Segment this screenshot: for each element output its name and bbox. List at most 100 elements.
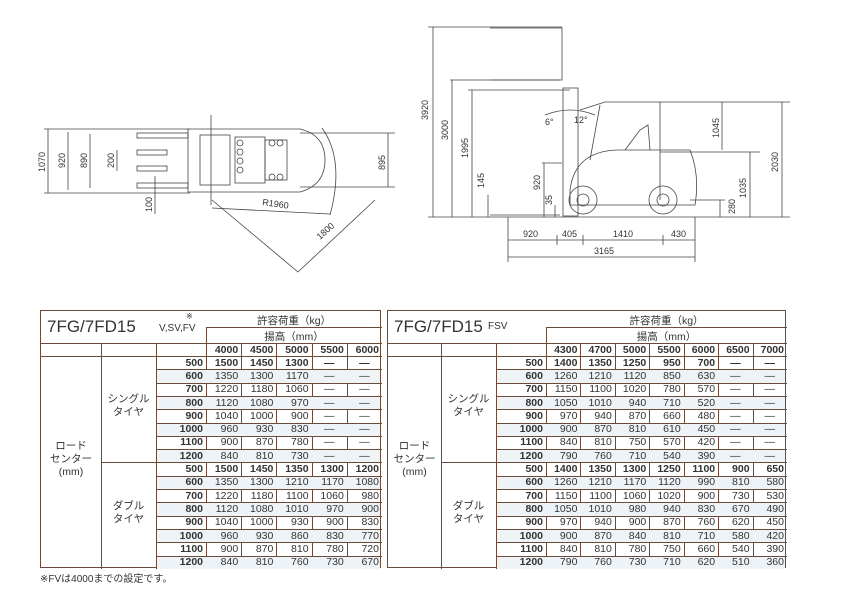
table-rule <box>41 343 382 344</box>
dim-3000: 3000 <box>440 120 450 140</box>
row-shading <box>497 396 785 410</box>
capacity-value: 1080 <box>250 396 274 409</box>
capacity-value: 1050 <box>554 396 578 409</box>
table-rule <box>441 462 787 464</box>
capacity-value: 780 <box>628 542 647 555</box>
capacity-value: 580 <box>766 476 784 489</box>
capacity-value: 1350 <box>588 356 612 369</box>
load-center-value: 1100 <box>180 436 203 449</box>
capacity-value: 1170 <box>285 369 309 382</box>
capacity-value: 390 <box>766 542 784 555</box>
load-center-value: 500 <box>185 356 203 369</box>
capacity-value: — <box>730 409 741 422</box>
table-rule <box>496 435 787 437</box>
capacity-value: — <box>730 356 741 369</box>
capacity-value: 1500 <box>214 356 239 369</box>
capacity-value: 1010 <box>588 502 612 515</box>
capacity-value: 780 <box>291 436 309 449</box>
capacity-value: 1200 <box>355 463 379 476</box>
dim-920-front: 920 <box>523 229 538 239</box>
table-rule <box>496 422 787 424</box>
capacity-value: — <box>359 396 370 409</box>
capacity-value: 1100 <box>589 383 612 396</box>
table-rule <box>156 502 382 504</box>
capacity-value: 840 <box>559 542 578 555</box>
capacity-value: 700 <box>697 356 716 369</box>
capacity-value: 450 <box>697 423 716 436</box>
table-variant: FSV <box>488 321 508 332</box>
capacity-value: 1150 <box>554 383 578 396</box>
capacity-value: 1040 <box>214 516 239 529</box>
capacity-value: — <box>764 423 776 436</box>
capacity-value: 1060 <box>320 489 344 502</box>
dim-430: 430 <box>671 229 686 239</box>
capacity-value: 930 <box>255 529 274 542</box>
single-tire-label: シングルタイヤ <box>101 393 156 419</box>
capacity-value: 1170 <box>321 476 344 489</box>
load-center-value: 1200 <box>179 556 203 569</box>
capacity-value: 360 <box>766 556 784 569</box>
row-shading <box>157 556 380 569</box>
capacity-value: — <box>323 423 335 436</box>
capacity-value: 710 <box>628 449 647 462</box>
capacity-value: — <box>359 369 370 382</box>
capacity-value: 1220 <box>214 383 239 396</box>
load-center-value: 500 <box>525 356 543 369</box>
capacity-value: 940 <box>663 502 681 515</box>
row-shading <box>157 503 380 516</box>
dim-1995: 1995 <box>460 138 470 158</box>
capacity-value: — <box>359 409 370 422</box>
dim-920: 920 <box>57 153 67 168</box>
load-center-value: 900 <box>525 516 543 529</box>
lift-height-header: 揚高（mm） <box>636 331 697 343</box>
row-shading <box>497 529 785 543</box>
table-rule <box>156 395 382 397</box>
capacity-value: 540 <box>663 449 681 462</box>
capacity-value: 420 <box>697 436 716 449</box>
capacity-value: — <box>323 409 335 422</box>
lift-height-column-header: 4000 <box>214 343 239 356</box>
table-rule <box>496 449 787 451</box>
capacity-value: 610 <box>663 423 681 436</box>
load-center-value: 600 <box>525 369 543 382</box>
capacity-value: 1300 <box>250 369 274 382</box>
load-center-value: 700 <box>525 489 543 502</box>
row-shading <box>157 396 380 410</box>
lift-height-column-header: 5000 <box>622 343 647 356</box>
table-rule <box>156 475 382 477</box>
side-view-drawing: 3920 3000 1995 145 920 35 6° 12° 1045 10… <box>420 26 790 262</box>
table-rule <box>496 528 787 530</box>
load-center-value: 600 <box>185 476 203 489</box>
dim-3920: 3920 <box>420 100 430 120</box>
tire-label-line: シングル <box>447 393 490 406</box>
side-view-dim-lines <box>428 26 790 262</box>
capacity-value: 1020 <box>657 489 681 502</box>
capacity-value: 900 <box>220 542 239 555</box>
capacity-value: 1060 <box>285 383 309 396</box>
capacity-value: 510 <box>732 556 750 569</box>
top-view-dim-lines <box>44 115 395 273</box>
load-center-value: 1200 <box>519 449 543 462</box>
capacity-value: — <box>359 449 370 462</box>
tire-label-line: ダブル <box>452 499 485 512</box>
capacity-header: 許容荷重（kg） <box>629 315 704 327</box>
table-rule <box>101 462 382 464</box>
capacity-value: 1350 <box>285 463 309 476</box>
table-rule <box>496 555 787 557</box>
capacity-value: — <box>730 449 741 462</box>
capacity-value: 840 <box>220 449 239 462</box>
table-rule <box>101 343 102 569</box>
dim-895: 895 <box>377 155 387 170</box>
capacity-value: 900 <box>559 529 578 542</box>
lift-height-column-header: 7000 <box>760 343 784 356</box>
capacity-value: 760 <box>594 449 612 462</box>
